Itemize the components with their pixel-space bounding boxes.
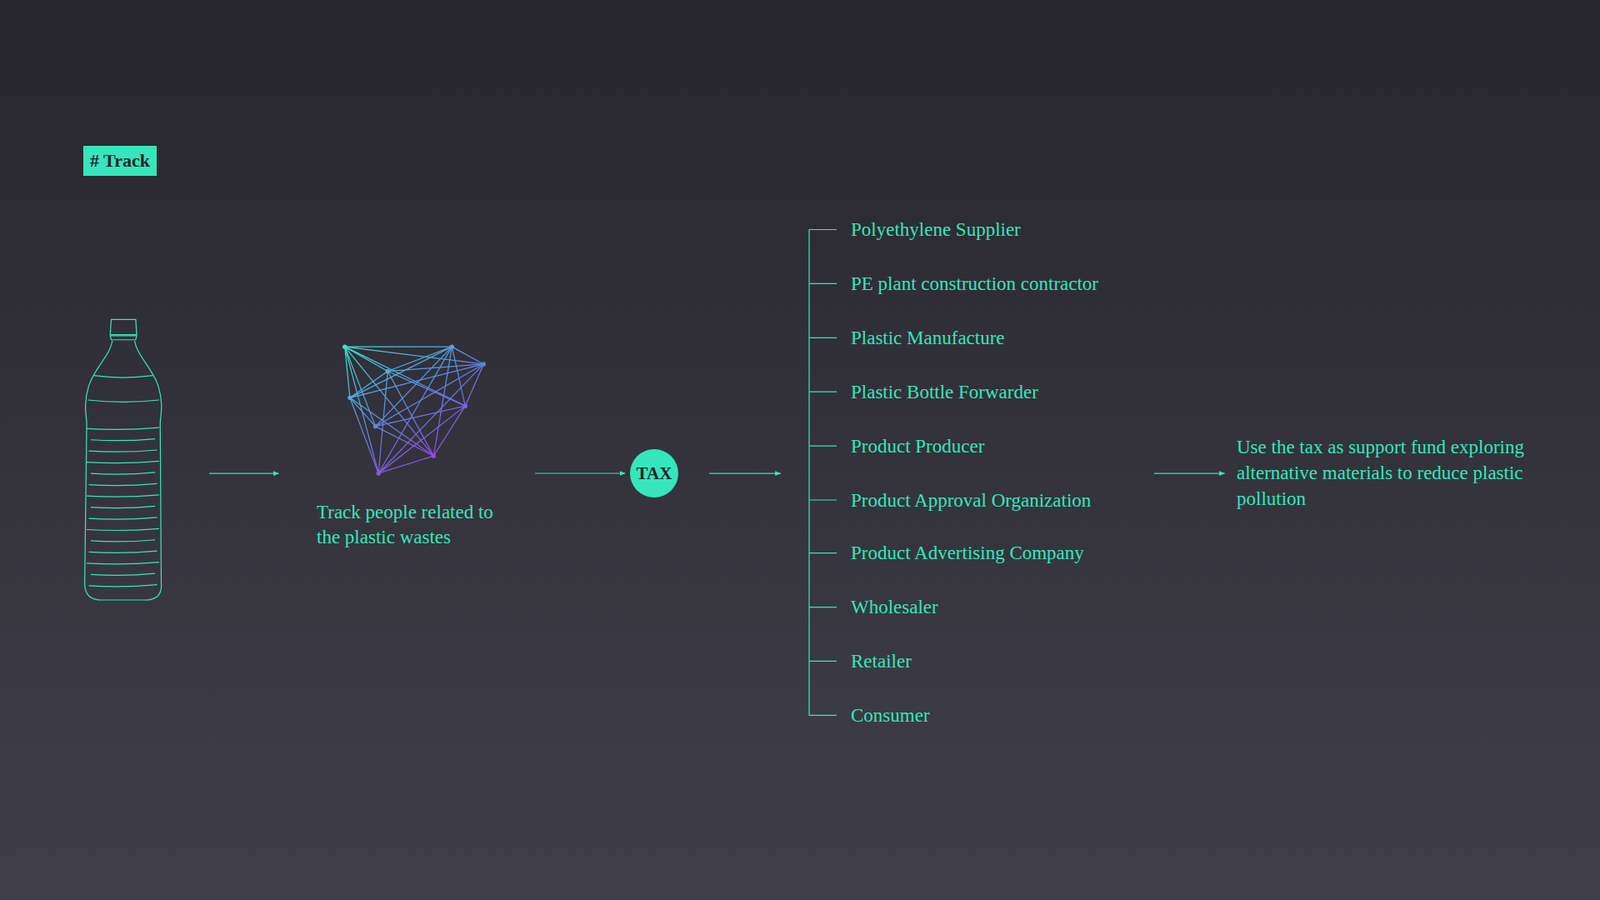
list-item: Plastic Manufacture	[850, 325, 1005, 351]
list-bracket	[809, 230, 837, 716]
network-node: Track people related to the plastic wast…	[315, 341, 534, 554]
list-item: Product Producer	[850, 433, 985, 460]
flow-arrow	[209, 473, 279, 475]
list-item: PE plant construction contractor	[850, 270, 1099, 297]
list-item: Plastic Bottle Forwarder	[850, 379, 1039, 405]
node-caption: Track people related to the plastic wast…	[316, 500, 519, 550]
bottle-illustration	[85, 319, 162, 600]
list-item: Consumer	[850, 702, 930, 729]
network-icon	[336, 341, 492, 479]
tag-box: # Track	[83, 145, 157, 176]
note-text: Use the tax as support fund exploring al…	[1236, 434, 1554, 512]
tag-label: # Track	[90, 149, 150, 173]
list-item: Wholesaler	[850, 594, 939, 620]
list-item: Product Approval Organization	[850, 487, 1091, 514]
flow-arrow	[709, 473, 781, 475]
flow-connector	[535, 472, 625, 474]
list-item: Product Advertising Company	[850, 540, 1085, 566]
tax-circle: TAX	[630, 449, 679, 498]
list-item: Polyethylene Supplier	[850, 216, 1021, 243]
tax-label: TAX	[636, 463, 673, 485]
flow-arrow	[1154, 473, 1225, 475]
list-item: Retailer	[850, 648, 912, 675]
